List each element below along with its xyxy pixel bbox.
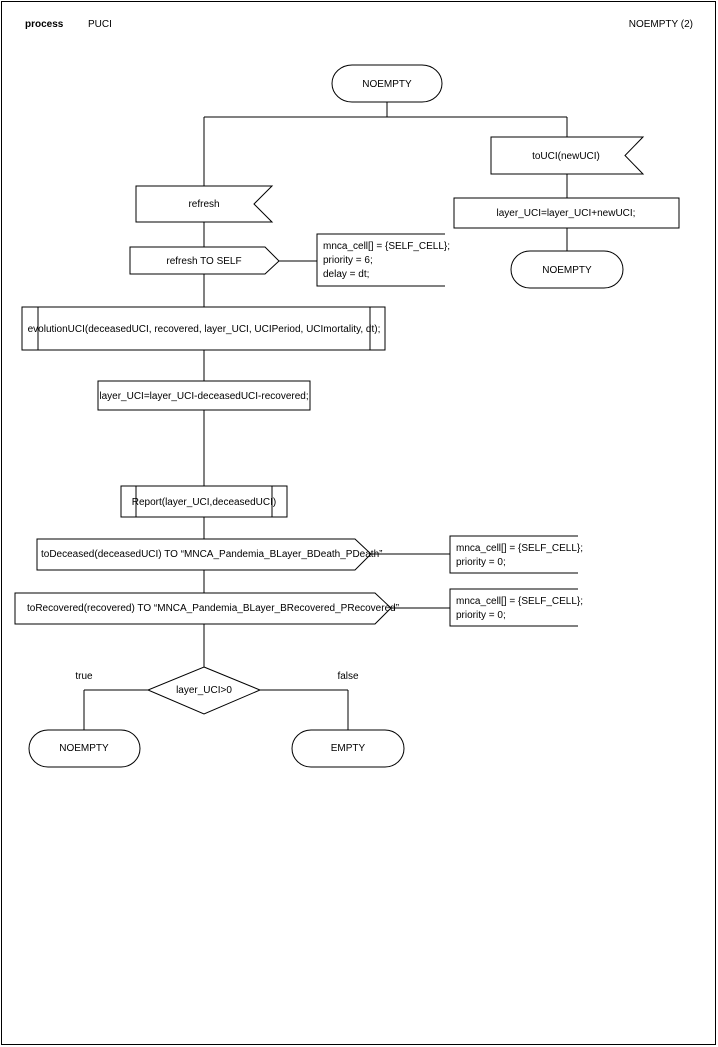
state-touci-next-label: NOEMPTY — [542, 265, 592, 276]
output-recovered-label: toRecovered(recovered) TO “MNCA_Pandemia… — [27, 603, 399, 614]
state-noempty-true: NOEMPTY — [28, 729, 141, 768]
output-signal-to-deceased: toDeceased(deceasedUCI) TO “MNCA_Pandemi… — [36, 538, 382, 571]
output-deceased-label: toDeceased(deceasedUCI) TO “MNCA_Pandemi… — [41, 549, 382, 560]
procedure-evolution-uci: evolutionUCI(deceasedUCI, recovered, lay… — [21, 306, 386, 351]
input-signal-to-uci: toUCI(newUCI) — [490, 136, 645, 175]
state-noempty-after-touci: NOEMPTY — [510, 250, 624, 289]
decision-label: layer_UCI>0 — [176, 685, 232, 696]
output-signal-to-recovered: toRecovered(recovered) TO “MNCA_Pandemia… — [14, 592, 399, 625]
header-keyword: process — [25, 19, 64, 30]
comment-refresh-line-1: mnca_cell[] = {SELF_CELL}; — [323, 241, 450, 252]
output-signal-refresh-self: refresh TO SELF — [129, 246, 280, 275]
task-layer-update-label: layer_UCI=layer_UCI-deceasedUCI-recovere… — [99, 391, 308, 402]
state-empty-false: EMPTY — [291, 729, 405, 768]
comment-refresh-line-3: delay = dt; — [323, 269, 369, 280]
output-refresh-self-label: refresh TO SELF — [166, 256, 241, 267]
comment-recovered-line-2: priority = 0; — [456, 610, 506, 621]
task-add-new-uci: layer_UCI=layer_UCI+newUCI; — [453, 197, 680, 229]
input-touci-label: toUCI(newUCI) — [532, 151, 600, 162]
state-start-noempty: NOEMPTY — [331, 64, 443, 103]
connector-lines — [83, 102, 568, 730]
comment-recovered-line-1: mnca_cell[] = {SELF_CELL}; — [456, 596, 583, 607]
input-signal-refresh: refresh — [135, 185, 274, 223]
comment-refresh: mnca_cell[] = {SELF_CELL}; priority = 6;… — [316, 233, 450, 287]
comment-refresh-line-2: priority = 6; — [323, 255, 373, 266]
comment-deceased-line-1: mnca_cell[] = {SELF_CELL}; — [456, 543, 583, 554]
task-layer-update: layer_UCI=layer_UCI-deceasedUCI-recovere… — [97, 380, 311, 411]
state-false-label: EMPTY — [331, 743, 366, 754]
header-page-label: NOEMPTY (2) — [629, 19, 693, 30]
header-process-name: PUCI — [88, 19, 112, 30]
state-start-label: NOEMPTY — [362, 79, 412, 90]
decision-layer-uci: layer_UCI>0 — [146, 666, 262, 715]
procedure-evolution-label: evolutionUCI(deceasedUCI, recovered, lay… — [28, 324, 381, 335]
task-add-label: layer_UCI=layer_UCI+newUCI; — [497, 208, 636, 219]
comment-deceased: mnca_cell[] = {SELF_CELL}; priority = 0; — [449, 535, 583, 574]
procedure-report-label: Report(layer_UCI,deceasedUCI) — [132, 497, 277, 508]
state-true-label: NOEMPTY — [59, 743, 109, 754]
comment-recovered: mnca_cell[] = {SELF_CELL}; priority = 0; — [449, 588, 583, 627]
procedure-report: Report(layer_UCI,deceasedUCI) — [120, 485, 288, 518]
branch-true-label: true — [75, 671, 93, 682]
input-refresh-label: refresh — [188, 199, 219, 210]
comment-deceased-line-2: priority = 0; — [456, 557, 506, 568]
branch-false-label: false — [337, 671, 359, 682]
